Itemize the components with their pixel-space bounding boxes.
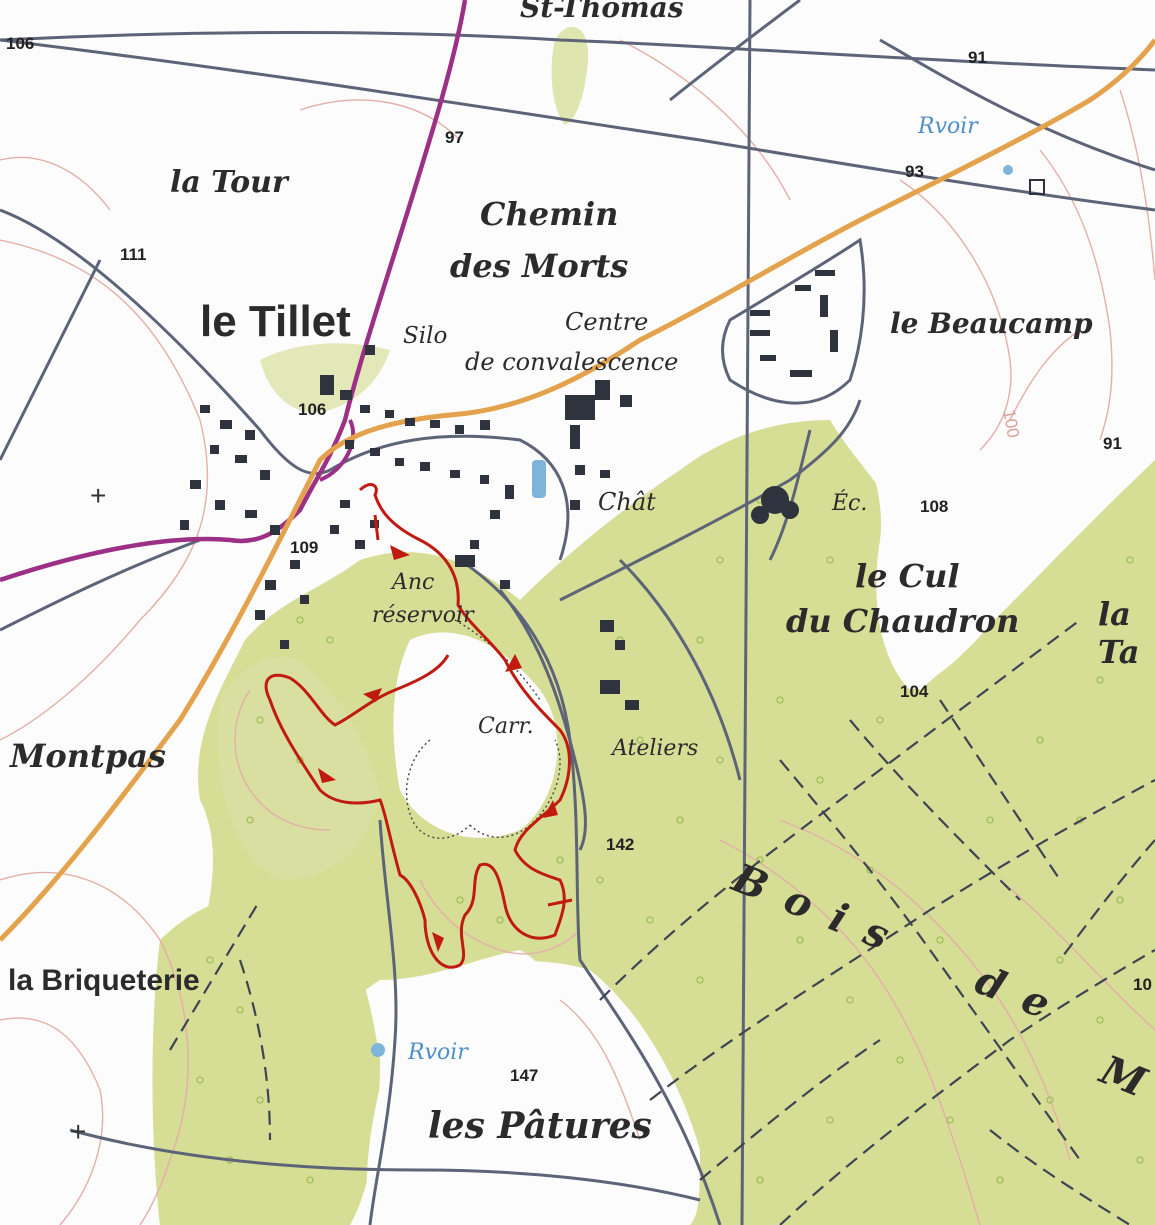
label-chateau: Chât [598,488,656,516]
label-reservoir-ne: Rvoir [918,114,978,139]
pastures-clearing [366,960,700,1225]
spot-height-106-village: 106 [298,400,327,419]
road-beaucamp [721,237,866,405]
road-la-tour [0,208,331,476]
spot-height-111: 111 [120,245,147,264]
spot-height-142: 142 [606,835,635,854]
label-le-tillet: le Tillet [200,297,351,346]
spot-height-147: 147 [510,1066,539,1085]
village-buildings [180,179,1045,710]
label-reservoir-south: Rvoir [408,1040,468,1065]
road-purple [0,0,468,583]
route-direction-arrows [318,545,558,952]
road-pastures [459,558,722,1225]
chaudron-clearing [860,430,1043,690]
road-ne-rail [879,38,1155,172]
road-ridge [618,558,742,781]
label-des-morts: des Morts [450,247,629,285]
spot-height-106-nw: 106 [6,34,35,53]
woodland-north [551,26,589,125]
road-village-loop [329,434,570,561]
spot-height-97: 97 [445,128,464,147]
label-centre: Centre [565,308,649,336]
spot-height-91-top: 91 [968,48,987,67]
label-montpas: Montpas [10,737,166,775]
road-north [0,31,1155,72]
hiking-route[interactable] [264,483,573,969]
label-chemin: Chemin [480,195,619,233]
road-east-line [740,0,752,1225]
road-southwest [69,1128,701,1202]
road-purple-spur [319,419,356,482]
road-northeast [669,0,801,102]
woodland-patures-west [152,892,380,1225]
road-main-orange [0,38,1155,942]
label-de-convalescence: de convalescence [465,348,679,376]
label-reservoir-anc: réservoir [372,603,474,628]
crossing-mark-southwest: + [70,1116,87,1147]
forest-tracks [169,619,1155,1225]
label-le-cul: le Cul [855,557,960,595]
label-la-ta: la Ta [1098,595,1140,671]
label-la-briqueterie: la Briqueterie [8,964,200,997]
road-chaudron [768,429,812,561]
road-west-patures [368,819,398,1225]
label-le-beaucamp: le Beaucamp [890,307,1093,340]
label-silo: Silo [403,323,448,349]
label-les-patures: les Pâtures [428,1105,652,1147]
label-carr: Carr. [478,714,534,739]
label-ateliers: Ateliers [612,736,699,761]
water-features [371,165,1013,1057]
road-sw-track [0,538,201,632]
spot-height-93: 93 [905,162,924,181]
spot-height-91-east: 91 [1103,434,1122,453]
label-ecole: Éc. [832,491,868,516]
woodland-montpas [218,656,380,880]
contour-lines [0,39,1155,1225]
spot-height-108: 108 [920,497,949,516]
spot-height-10: 10 [1133,975,1152,994]
label-st-thomas: St-Thomas [520,0,684,24]
label-la-tour: la Tour [170,165,288,200]
label-du-chaudron: du Chaudron [786,602,1020,640]
label-anc: Anc [392,570,435,595]
spot-height-104: 104 [900,682,929,701]
crossing-mark-west: + [90,480,107,511]
spot-height-109: 109 [290,538,319,557]
road-st-thomas [0,38,1155,212]
road-west [0,259,102,461]
woodland-quarry-gap [393,632,558,838]
